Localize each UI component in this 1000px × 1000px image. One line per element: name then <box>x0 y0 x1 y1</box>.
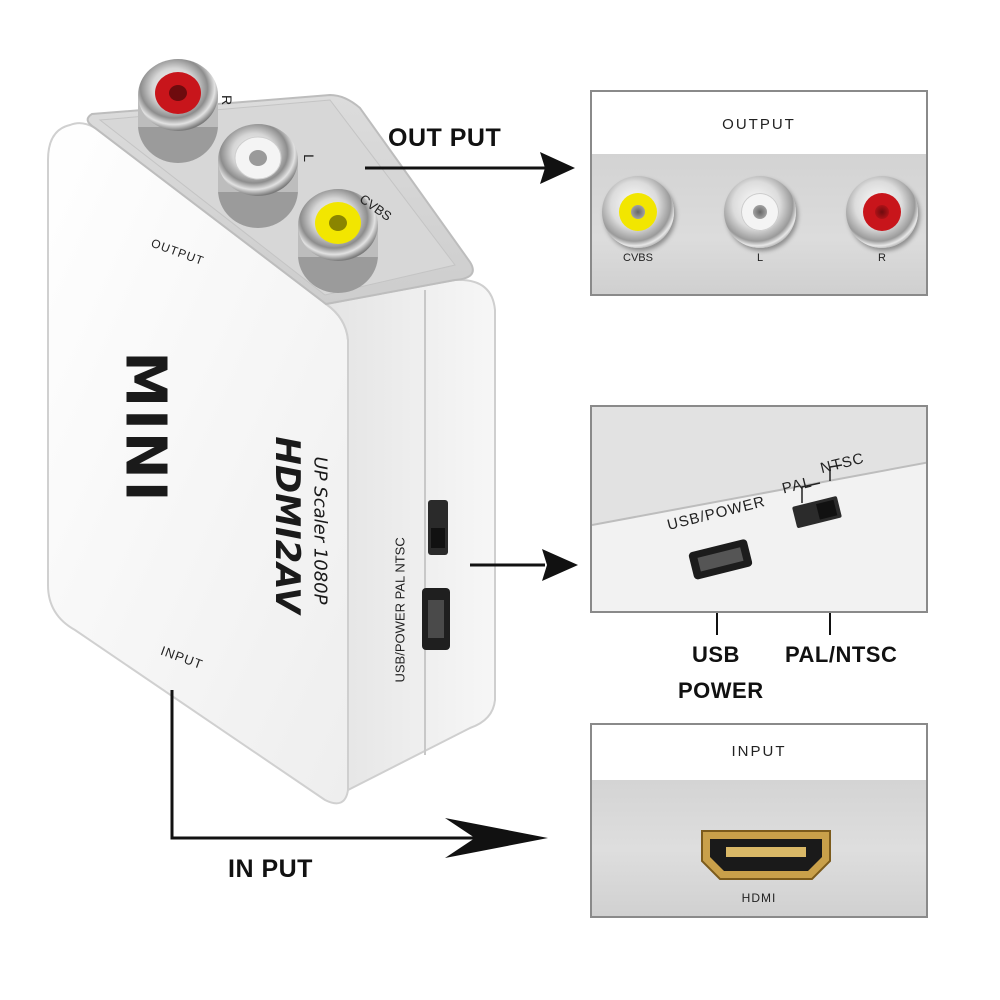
callout-input: IN PUT <box>228 855 313 883</box>
device-pal-ntsc-switch <box>428 500 448 555</box>
callout-usb-line2: POWER <box>678 678 764 703</box>
input-port-label-hdmi: HDMI <box>741 891 777 905</box>
side-detail-panel: USB/POWER PAL NTSC <box>590 405 928 613</box>
output-panel-title: OUTPUT <box>722 116 796 133</box>
converter-device-illustration: MINI HDMI2AV UP Scaler 1080P OUTPUT R L … <box>0 0 560 820</box>
callout-usb-line1: USB <box>692 642 740 667</box>
input-detail-panel: INPUT HDMI <box>590 723 928 918</box>
output-rca-r <box>846 176 918 248</box>
hdmi-port <box>701 830 831 880</box>
device-rca-white <box>218 124 298 228</box>
side-panel-usb-port <box>688 539 753 580</box>
device-rca-red <box>138 59 218 163</box>
input-arrow <box>170 690 548 858</box>
input-panel-title: INPUT <box>731 743 787 760</box>
output-detail-panel: OUTPUT CVBS L R <box>590 90 928 296</box>
device-usb-port <box>422 588 450 650</box>
output-arrow <box>365 152 575 184</box>
output-port-label-l: L <box>756 252 764 264</box>
callout-output: OUT PUT <box>388 124 502 152</box>
device-rca-yellow <box>298 189 378 293</box>
device-side-face <box>323 278 496 792</box>
device-body-svg <box>47 59 496 805</box>
side-panel-switch <box>792 496 842 528</box>
output-rca-cvbs <box>602 176 674 248</box>
side-arrow <box>470 549 578 581</box>
output-rca-l <box>724 176 796 248</box>
callout-pal-ntsc: PAL/NTSC <box>785 642 898 667</box>
output-port-label-cvbs: CVBS <box>623 252 653 264</box>
side-panel-svg <box>592 407 926 611</box>
output-port-label-r: R <box>878 252 886 264</box>
